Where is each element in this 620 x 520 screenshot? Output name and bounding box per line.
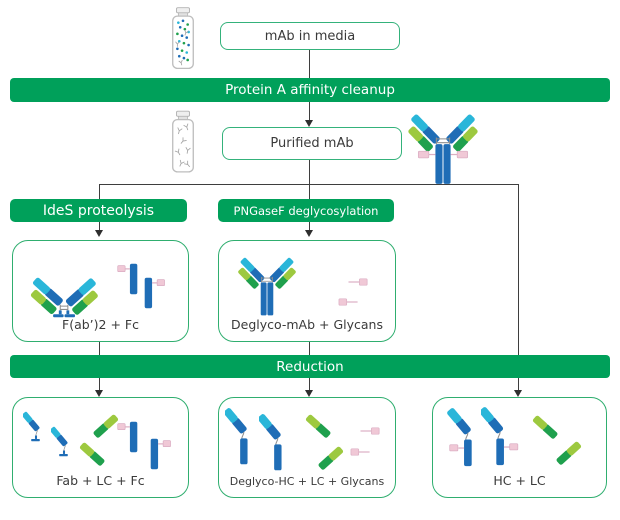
arrowhead xyxy=(304,230,313,237)
fab-icon xyxy=(51,426,68,457)
flow-line xyxy=(309,378,310,390)
flow-line xyxy=(99,340,100,355)
fc-icon xyxy=(117,421,138,453)
node-label: F(ab’)2 + Fc xyxy=(62,317,139,332)
lc-icon xyxy=(556,441,582,465)
banner-ides-proteolysis: IdeS proteolysis xyxy=(10,199,187,222)
fab-icon xyxy=(23,411,40,442)
fc-icon xyxy=(144,277,165,309)
node-deglyco-hc-lc-glycans: Deglyco-HC + LC + Glycans xyxy=(218,397,396,498)
flow-line xyxy=(518,184,519,390)
deglyco-mab-icon xyxy=(238,257,296,316)
glycan-icon xyxy=(338,298,358,306)
node-deglyco-mab-glycans: Deglyco-mAb + Glycans xyxy=(218,240,396,342)
node-label: Deglyco-HC + LC + Glycans xyxy=(229,475,385,488)
mab-icon xyxy=(408,114,478,184)
node-label: Deglyco-mAb + Glycans xyxy=(231,317,383,332)
flow-line xyxy=(99,222,100,230)
flow-line xyxy=(309,158,310,184)
arrowhead xyxy=(513,390,522,397)
flow-line xyxy=(309,102,310,121)
glycan-icon xyxy=(348,278,368,286)
banner-protein-a-cleanup: Protein A affinity cleanup xyxy=(10,78,610,102)
node-label: Fab + LC + Fc xyxy=(56,473,145,488)
node-fab-lc-fc: Fab + LC + Fc xyxy=(12,397,189,498)
banner-label: IdeS proteolysis xyxy=(42,202,155,219)
banner-reduction: Reduction xyxy=(10,355,610,378)
banner-label: PNGaseF deglycosylation xyxy=(233,203,379,218)
glycan-icon xyxy=(350,448,370,456)
vial-media-icon xyxy=(172,7,194,70)
node-label: HC + LC xyxy=(493,473,546,488)
fab2-icon xyxy=(30,277,98,318)
banner-label: Reduction xyxy=(276,358,344,375)
hc-icon xyxy=(225,408,248,465)
node-label: mAb in media xyxy=(264,28,356,44)
flow-line xyxy=(309,48,310,78)
fc-icon xyxy=(117,263,138,295)
fc-icon xyxy=(150,438,171,470)
node-fab2-fc: F(ab’)2 + Fc xyxy=(12,240,189,342)
lc-icon xyxy=(318,446,344,470)
arrowhead xyxy=(304,390,313,397)
flow-line xyxy=(309,222,310,230)
lc-icon xyxy=(305,414,331,438)
arrowhead xyxy=(94,390,103,397)
flow-line xyxy=(99,184,100,199)
lc-icon xyxy=(79,442,105,466)
flow-line xyxy=(309,340,310,355)
node-mab-in-media: mAb in media xyxy=(220,22,400,50)
flow-line xyxy=(99,378,100,390)
vial-purified-icon xyxy=(172,110,194,173)
banner-label: Protein A affinity cleanup xyxy=(225,82,395,98)
hc-icon xyxy=(259,414,282,471)
lc-icon xyxy=(93,414,119,438)
arrowhead xyxy=(304,120,313,127)
hc-icon xyxy=(481,407,519,466)
node-purified-mab: Purified mAb xyxy=(222,127,402,160)
node-label: Purified mAb xyxy=(270,136,354,151)
banner-pngasef-deglycosylation: PNGaseF deglycosylation xyxy=(218,199,394,222)
lc-icon xyxy=(532,415,558,439)
flow-line xyxy=(309,184,310,199)
hc-icon xyxy=(447,408,472,467)
node-hc-lc: HC + LC xyxy=(432,397,607,498)
arrowhead xyxy=(94,230,103,237)
glycan-icon xyxy=(360,427,380,435)
